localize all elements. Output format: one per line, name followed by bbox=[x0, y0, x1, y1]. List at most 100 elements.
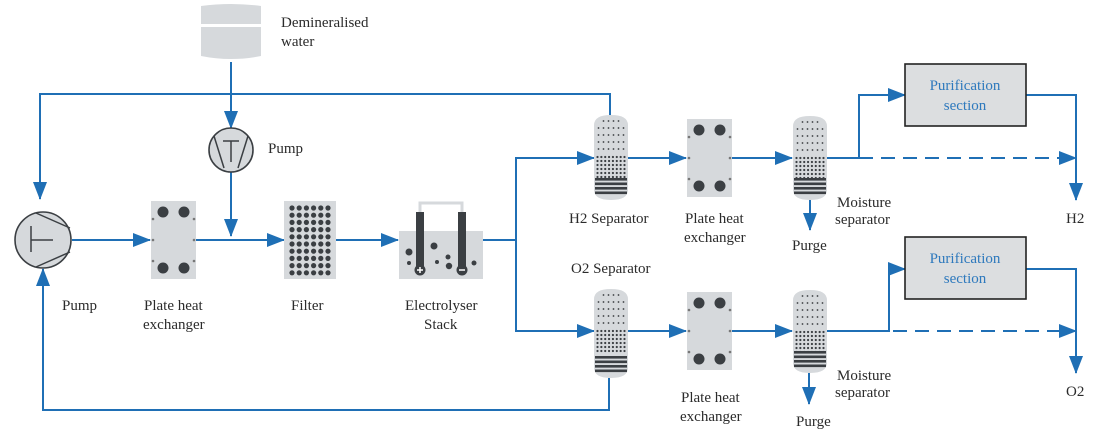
o2-purification-section[interactable]: Purification section bbox=[904, 236, 1027, 300]
filter[interactable]: Filter bbox=[284, 201, 336, 314]
h2-purification-label-1: Purification bbox=[930, 78, 1001, 94]
filter-dot bbox=[325, 263, 331, 269]
filter-dot bbox=[289, 241, 295, 247]
o2-separator[interactable] bbox=[594, 289, 628, 378]
purification-box bbox=[904, 63, 1027, 127]
o2-moisture-separator[interactable] bbox=[793, 290, 827, 373]
filter-dot bbox=[289, 263, 295, 269]
separator-vessel-icon bbox=[594, 289, 628, 378]
o2-heat-exchanger-label-2: exchanger bbox=[680, 409, 742, 425]
filter-dot bbox=[318, 234, 324, 240]
filter-dot bbox=[318, 241, 324, 247]
h2-moisture-label-1: Moisture bbox=[837, 195, 892, 211]
filter-dot bbox=[318, 248, 324, 254]
anode-icon bbox=[416, 212, 424, 268]
o2-separator-label: O2 Separator bbox=[571, 261, 651, 277]
filter-dot bbox=[318, 205, 324, 211]
filter-dot bbox=[311, 205, 317, 211]
edge-o2-recirculation bbox=[36, 268, 610, 411]
main-pump-label: Pump bbox=[62, 298, 97, 314]
filter-dot bbox=[318, 219, 324, 225]
edge-electrolyser-to-o2-separator bbox=[515, 240, 595, 338]
filter-dot bbox=[325, 270, 331, 276]
filter-dot bbox=[303, 212, 309, 218]
edge-o2-purification-to-output bbox=[1026, 268, 1083, 374]
feed-pump[interactable]: Pump bbox=[208, 127, 303, 173]
h2-purge-label: Purge bbox=[792, 238, 827, 254]
o2-output-label: O2 bbox=[1066, 384, 1084, 400]
tank-icon bbox=[201, 4, 261, 59]
filter-dot bbox=[289, 212, 295, 218]
filter-dot bbox=[311, 241, 317, 247]
edge-o2-moisture-to-purification bbox=[827, 262, 906, 332]
main-pump[interactable]: Pump bbox=[14, 211, 97, 314]
demin-water-label-1: Demineralised bbox=[281, 15, 369, 31]
o2-moisture-label-1: Moisture bbox=[837, 368, 892, 384]
o2-purification-label-2: section bbox=[944, 271, 987, 287]
tank-band bbox=[200, 24, 262, 27]
feed-pump-label: Pump bbox=[268, 141, 303, 157]
filter-dot bbox=[296, 241, 302, 247]
filter-dot bbox=[303, 234, 309, 240]
h2-heat-exchanger-label-2: exchanger bbox=[684, 230, 746, 246]
h2-moisture-separator[interactable] bbox=[793, 116, 827, 200]
cathode-icon bbox=[458, 212, 466, 268]
filter-dot bbox=[296, 205, 302, 211]
filter-dot bbox=[311, 234, 317, 240]
h2-plate-heat-exchanger[interactable] bbox=[687, 119, 732, 197]
filter-dot bbox=[303, 205, 309, 211]
filter-dot bbox=[289, 219, 295, 225]
filter-dot bbox=[311, 212, 317, 218]
filter-dot bbox=[296, 255, 302, 261]
filter-dot bbox=[311, 270, 317, 276]
filter-dot bbox=[325, 248, 331, 254]
filter-dot bbox=[296, 212, 302, 218]
filter-dot bbox=[318, 255, 324, 261]
filter-dot bbox=[289, 248, 295, 254]
heat-exchanger-1-label-2: exchanger bbox=[143, 317, 205, 333]
filter-label: Filter bbox=[291, 298, 324, 314]
filter-dot bbox=[289, 234, 295, 240]
o2-moisture-label-2: separator bbox=[835, 385, 890, 401]
filter-dot bbox=[289, 270, 295, 276]
filter-dot bbox=[325, 255, 331, 261]
electrolyser-stack[interactable]: Electrolyser Stack bbox=[399, 201, 483, 333]
o2-heat-exchanger-label-1: Plate heat bbox=[681, 390, 741, 406]
filter-dot bbox=[318, 212, 324, 218]
filter-dot bbox=[303, 241, 309, 247]
h2-purification-label-2: section bbox=[944, 98, 987, 114]
electrolyser-icon bbox=[399, 231, 483, 279]
filter-dot bbox=[325, 219, 331, 225]
filter-dot bbox=[318, 227, 324, 233]
edge-h2-purification-to-output bbox=[1026, 94, 1083, 201]
filter-dot bbox=[303, 263, 309, 269]
plate-heat-exchanger-1[interactable] bbox=[151, 201, 196, 279]
filter-dot bbox=[296, 263, 302, 269]
o2-plate-heat-exchanger[interactable] bbox=[687, 292, 732, 370]
filter-dot bbox=[325, 234, 331, 240]
h2-separator[interactable] bbox=[594, 115, 628, 200]
filter-dot bbox=[325, 205, 331, 211]
filter-dot bbox=[296, 227, 302, 233]
filter-dot bbox=[296, 270, 302, 276]
filter-dot bbox=[289, 255, 295, 261]
heat-exchanger-1-label-1: Plate heat bbox=[144, 298, 204, 314]
filter-dot bbox=[325, 227, 331, 233]
filter-dot bbox=[289, 205, 295, 211]
demineralised-water-tank[interactable]: Demineralised water bbox=[200, 4, 369, 59]
h2-separator-label: H2 Separator bbox=[569, 211, 649, 227]
h2-purification-section[interactable]: Purification section bbox=[904, 63, 1027, 127]
edge-electrolyser-to-h2-separator bbox=[515, 151, 595, 240]
filter-dot bbox=[303, 219, 309, 225]
h2-output-label: H2 bbox=[1066, 211, 1084, 227]
filter-dot bbox=[311, 263, 317, 269]
o2-purge-label: Purge bbox=[796, 414, 831, 430]
filter-dot bbox=[303, 227, 309, 233]
electrolyser-label-2: Stack bbox=[424, 317, 458, 333]
o2-purification-label-1: Purification bbox=[930, 251, 1001, 267]
filter-dot bbox=[325, 212, 331, 218]
filter-dot bbox=[303, 255, 309, 261]
filter-dot bbox=[289, 227, 295, 233]
